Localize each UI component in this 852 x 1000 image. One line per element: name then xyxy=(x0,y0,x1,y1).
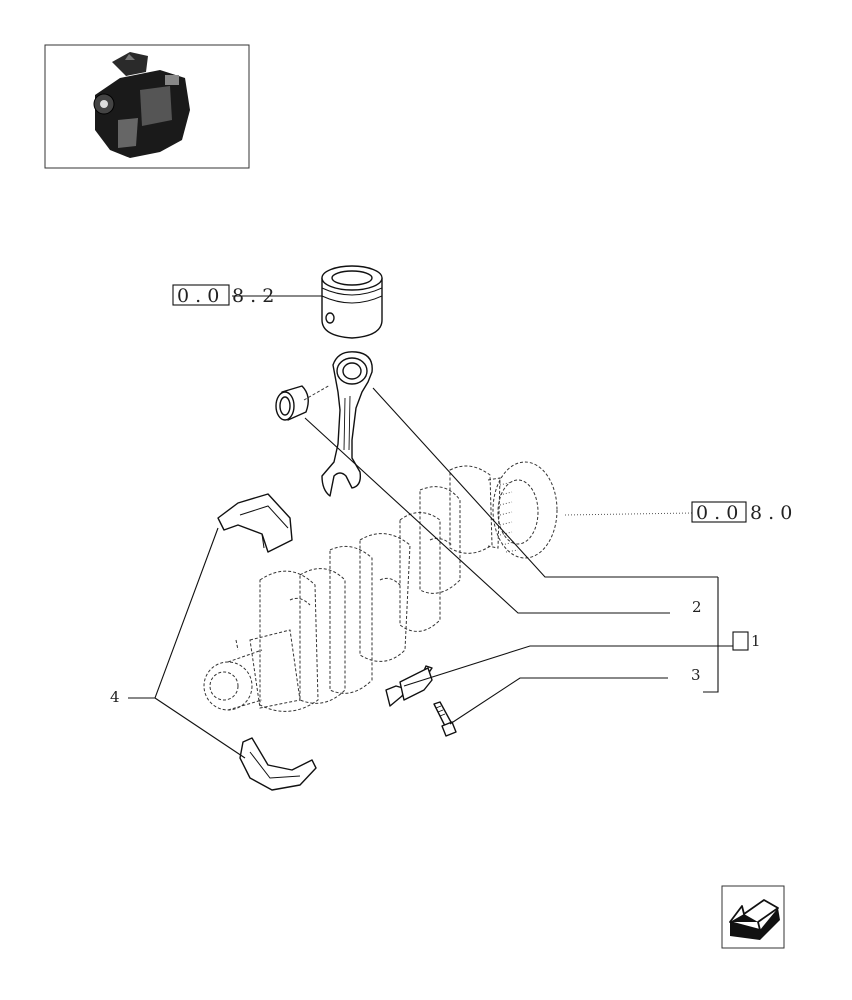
small-end-bushing-drawing xyxy=(275,385,309,421)
crankshaft-ref-rest: 8 . 0 xyxy=(750,502,792,524)
callout-2: 2 xyxy=(692,598,702,616)
previous-page-arrow-icon xyxy=(729,899,780,940)
callout-1[interactable]: 1 xyxy=(732,631,761,651)
crankshaft-drawing xyxy=(203,461,558,712)
leader-lines xyxy=(128,387,733,759)
connecting-rod-drawing xyxy=(321,351,373,497)
upper-main-bearing-shell-drawing xyxy=(217,493,293,553)
engine-thumbnail[interactable] xyxy=(44,44,250,169)
callout-4: 4 xyxy=(110,688,120,706)
crankshaft-group-reference[interactable]: 0 . 0 8 . 0 xyxy=(691,501,792,524)
piston-drawing xyxy=(321,265,383,339)
callout-1-label: 1 xyxy=(751,632,761,650)
previous-page-button[interactable] xyxy=(721,885,785,949)
connecting-rod-bolt-drawing xyxy=(433,701,457,737)
crankshaft-ref-boxed: 0 . 0 xyxy=(696,502,738,524)
big-end-bearing-cap-drawing xyxy=(385,665,433,707)
piston-ref-boxed: 0 . 0 xyxy=(177,285,219,307)
lower-main-bearing-shell-drawing xyxy=(239,737,317,791)
engine-thumbnail-icon xyxy=(93,52,190,158)
callout-3: 3 xyxy=(691,666,701,684)
